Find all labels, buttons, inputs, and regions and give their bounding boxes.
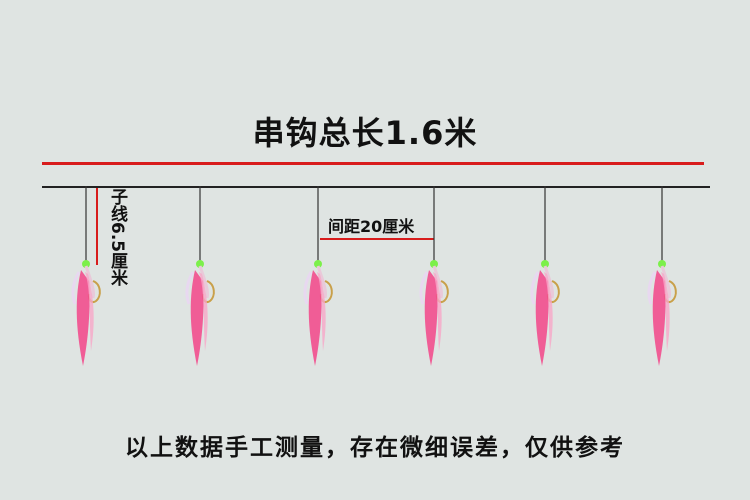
fishing-lure-icon <box>71 186 101 366</box>
snood-length-label: 子线6.5厘米 <box>107 188 127 287</box>
fishing-lure-icon <box>530 186 560 366</box>
spacing-label: 间距20厘米 <box>328 217 415 236</box>
fishing-lure-icon <box>303 186 333 366</box>
fishing-lure-icon <box>647 186 677 366</box>
total-length-line <box>42 162 704 165</box>
main-line <box>42 186 710 188</box>
fishing-lure-icon <box>419 186 449 366</box>
disclaimer-note: 以上数据手工测量，存在微细误差，仅供参考 <box>125 435 625 461</box>
fishing-lure-icon <box>185 186 215 366</box>
total-length-title: 串钩总长1.6米 <box>252 114 478 152</box>
